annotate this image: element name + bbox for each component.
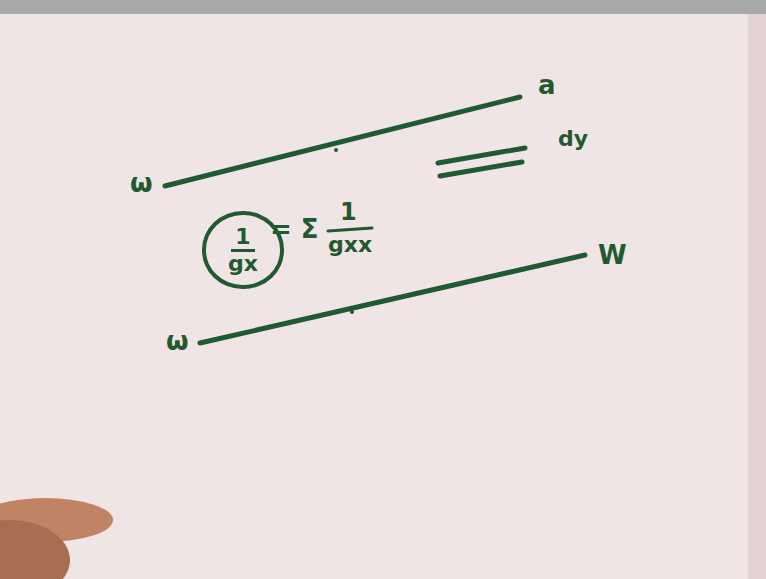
handwritten-label: ω [166,328,189,354]
strip-bar [440,162,522,176]
handwritten-label: 1 [340,200,357,224]
handwritten-label: a [538,72,556,98]
handwritten-label: gxx [328,234,372,256]
fraction-term: gx [228,252,258,275]
handwritten-label: = Σ [270,216,319,242]
fraction-bar [328,228,372,231]
top-strip [0,0,766,14]
handwritten-label: dy [558,128,588,150]
handwritten-label: ω [130,170,153,196]
mark-dot [334,148,338,152]
strip-bar [438,148,525,163]
paper-edge [748,14,766,579]
mark-dot [350,310,354,314]
fraction-term: 1 [231,225,254,251]
handwritten-label: W [598,242,627,268]
hand [0,520,70,579]
